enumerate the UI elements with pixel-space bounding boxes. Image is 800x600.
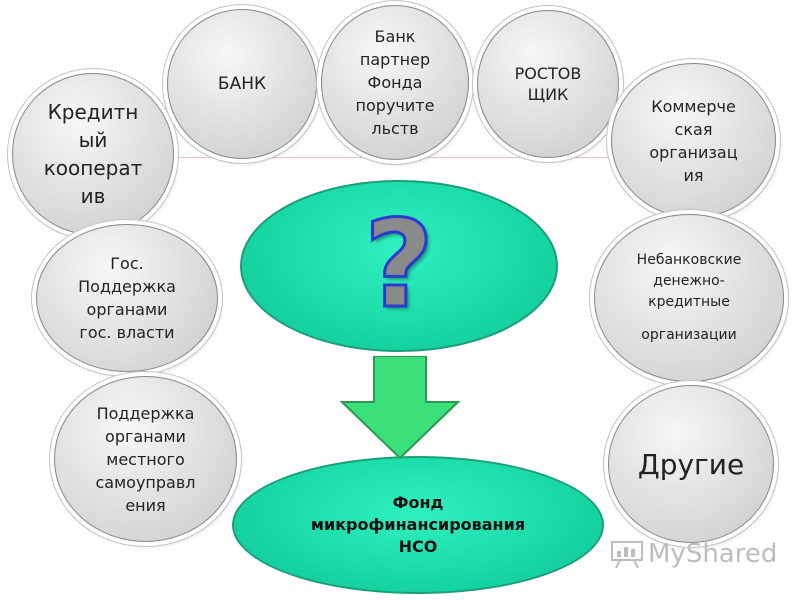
- node-commerce-line-3: организац: [649, 142, 738, 162]
- node-gos-line-3: органами: [86, 300, 168, 319]
- node-local-line-5: ения: [125, 495, 166, 515]
- node-bank: БАНК: [167, 9, 317, 159]
- node-local-line-2: органами: [105, 426, 186, 446]
- node-commerce-line-2: ская: [674, 119, 713, 139]
- node-credit-cooperative: Кредитн ый кооперат ив: [12, 73, 174, 235]
- node-credit-line-2: ый: [78, 128, 108, 152]
- fund-ellipse: Фонд микрофинансирования НСО: [232, 456, 604, 594]
- node-local-line-1: Поддержка: [96, 403, 195, 423]
- question-mark-icon: ?: [363, 196, 436, 335]
- node-nonbank-line-1: Небанковские: [636, 252, 742, 268]
- presentation-board-icon: [611, 541, 643, 569]
- node-rostov-line-1: РОСТОВ: [514, 64, 582, 83]
- fund-label: Фонд микрофинансирования НСО: [311, 492, 525, 558]
- fund-line-2: микрофинансирования: [310, 515, 526, 534]
- node-nonbank-gap: [637, 313, 742, 325]
- node-commerce-line-1: Коммерче: [651, 96, 736, 116]
- node-rostovshchik: РОСТОВ ЩИК: [477, 10, 619, 158]
- node-partner-line-5: льств: [371, 119, 419, 138]
- node-nonbank-organizations: Небанковские денежно- кредитные организа…: [594, 214, 784, 382]
- node-state-support: Гос. Поддержка органами гос. власти: [36, 224, 218, 372]
- node-partner-line-2: партнер: [359, 50, 431, 69]
- node-local-line-3: местного: [106, 449, 185, 469]
- question-ellipse: ?: [240, 180, 558, 352]
- node-bank-label: БАНК: [217, 74, 267, 94]
- node-nonbank-line-3: кредитные: [648, 294, 730, 310]
- node-local-line-4: самоуправл: [95, 472, 196, 492]
- fund-line-3: НСО: [398, 537, 438, 556]
- node-gos-line-2: Поддержка: [78, 277, 176, 296]
- node-other: Другие: [608, 385, 774, 543]
- node-gos-line-4: гос. власти: [79, 323, 175, 342]
- arrow-down-icon: [340, 356, 460, 460]
- node-credit-line-3: кооперат: [43, 156, 143, 180]
- node-gos-line-1: Гос.: [110, 254, 144, 273]
- fund-line-1: Фонд: [392, 493, 444, 512]
- node-partner-line-4: поручите: [355, 96, 435, 115]
- node-nonbank-line-2: денежно-: [653, 273, 725, 289]
- node-partner-bank: Банк партнер Фонда поручите льств: [321, 5, 469, 160]
- node-other-label: Другие: [637, 447, 745, 481]
- node-partner-line-3: Фонда: [367, 73, 423, 92]
- node-partner-line-1: Банк: [374, 27, 416, 46]
- node-commercial-organization: Коммерче ская организац ия: [611, 63, 776, 218]
- watermark-text: MyShared: [648, 539, 778, 569]
- node-local-government-support: Поддержка органами местного самоуправл е…: [54, 376, 237, 542]
- node-credit-line-4: ив: [80, 184, 106, 208]
- node-nonbank-line-4: организации: [641, 327, 737, 343]
- node-commerce-line-4: ия: [683, 165, 704, 185]
- node-credit-line-1: Кредитн: [47, 100, 139, 124]
- watermark: MyShared: [610, 536, 777, 572]
- node-rostov-line-2: ЩИК: [527, 85, 569, 104]
